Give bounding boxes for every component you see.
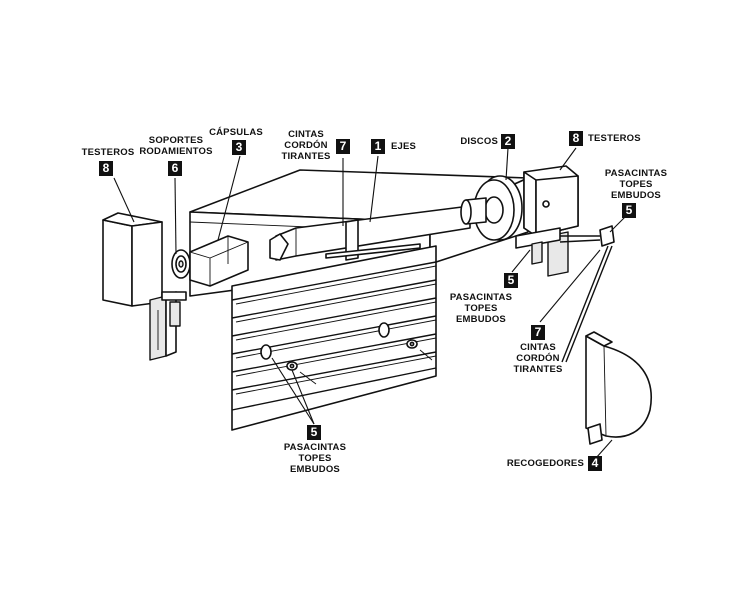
number-badge-capsulas: 3: [232, 140, 246, 155]
label-cintas-top: CINTAS CORDÓN TIRANTES: [281, 129, 331, 162]
label-pasacintas-mid: PASACINTAS TOPES EMBUDOS: [449, 292, 513, 325]
label-testeros-right: TESTEROS: [588, 133, 641, 144]
number-badge-testeros-right: 8: [569, 131, 583, 146]
number-badge-discos: 2: [501, 134, 515, 149]
shutter-slats: [231, 245, 437, 431]
number-badge-pasacintas-mid: 5: [504, 273, 518, 288]
number-badge-soportes: 6: [168, 161, 182, 176]
label-capsulas: CÁPSULAS: [209, 127, 263, 138]
number-badge-pasacintas-top-right: 5: [622, 203, 636, 218]
capsule: [189, 235, 249, 287]
right-end-plate: [515, 165, 579, 277]
number-badge-pasacintas-bottom: 5: [307, 425, 321, 440]
collector: [585, 331, 652, 445]
disc: [460, 175, 523, 241]
label-pasacintas-bottom: PASACINTAS TOPES EMBUDOS: [283, 442, 347, 475]
label-discos: DISCOS: [460, 136, 498, 147]
number-badge-cintas-right: 7: [531, 325, 545, 340]
label-pasacintas-top-right: PASACINTAS TOPES EMBUDOS: [604, 168, 668, 201]
left-end-plate: [102, 212, 187, 361]
label-cintas-right: CINTAS CORDÓN TIRANTES: [513, 342, 563, 375]
bearing-support: [171, 249, 191, 279]
number-badge-recogedores: 4: [588, 456, 602, 471]
label-testeros-left: TESTEROS: [81, 147, 135, 158]
number-badge-ejes: 1: [371, 139, 385, 154]
leader-lines: [113, 147, 631, 459]
strap-band: [325, 219, 421, 261]
number-badge-testeros-left: 8: [99, 161, 113, 176]
label-soportes-rodamientos: SOPORTES RODAMIENTOS: [139, 135, 213, 157]
label-recogedores: RECOGEDORES: [506, 458, 584, 469]
number-badge-cintas-top: 7: [336, 139, 350, 154]
axle: [269, 205, 471, 261]
label-ejes: EJES: [391, 141, 417, 152]
